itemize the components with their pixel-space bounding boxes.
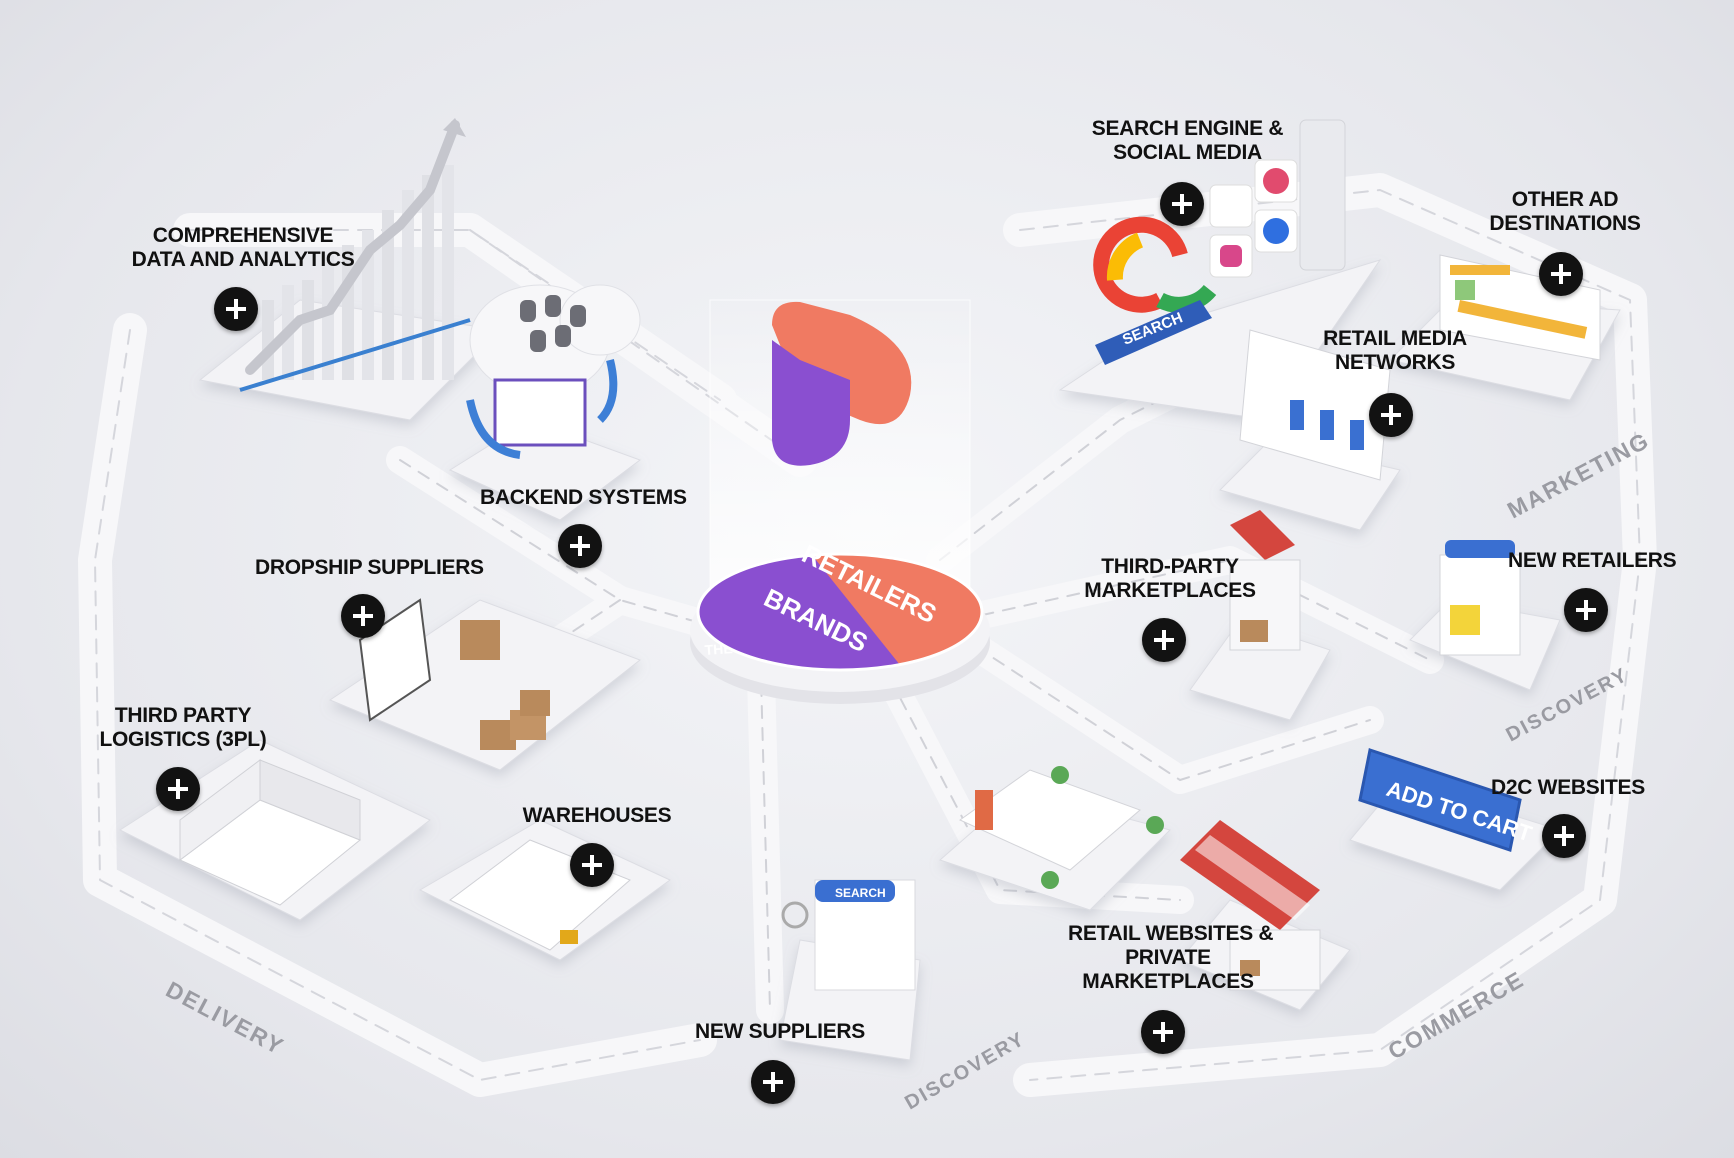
label-new-retailers: NEW RETAILERS xyxy=(1508,549,1677,572)
marketplace-stall-icon xyxy=(1229,510,1301,651)
analytics-bar-chart-icon xyxy=(239,118,471,392)
label-d2c-websites: D2C WEBSITES xyxy=(1491,776,1645,799)
cloud-server-icon xyxy=(466,284,641,459)
central-hub: THE HEARTBEAT OF COMMERCE RETAILERS BRAN… xyxy=(690,299,990,704)
plus-icon-warehouses[interactable] xyxy=(570,843,614,887)
plus-icon-backend-systems[interactable] xyxy=(558,524,602,568)
road-network xyxy=(78,173,1657,1097)
plus-icon-other-ad-destinations[interactable] xyxy=(1539,252,1583,296)
label-new-suppliers: NEW SUPPLIERS xyxy=(695,1020,865,1043)
plus-icon-retail-websites[interactable] xyxy=(1141,1010,1185,1054)
warehouse-building-icon xyxy=(179,759,631,951)
plus-icon-third-party-marketplaces[interactable] xyxy=(1142,618,1186,662)
storefront-awning-icon xyxy=(1180,820,1321,991)
label-search-engine-social: SEARCH ENGINE &SOCIAL MEDIA xyxy=(1091,117,1284,164)
plus-icon-search-engine-social[interactable] xyxy=(1160,182,1204,226)
store-building-icon xyxy=(959,766,1164,889)
plus-icon-comprehensive-data[interactable] xyxy=(214,287,258,331)
label-warehouses: WAREHOUSES xyxy=(522,804,672,827)
new-retailers-sign-icon xyxy=(1439,540,1521,656)
plus-icon-new-suppliers[interactable] xyxy=(751,1060,795,1104)
label-dropship-suppliers: DROPSHIP SUPPLIERS xyxy=(255,556,484,579)
supplier-search-sign-text: SEARCH xyxy=(835,886,886,900)
plus-icon-dropship-suppliers[interactable] xyxy=(341,594,385,638)
social-media-tiles: SEARCH xyxy=(1093,119,1346,365)
plus-icon-new-retailers[interactable] xyxy=(1564,588,1608,632)
label-backend-systems: BACKEND SYSTEMS xyxy=(480,486,687,509)
company-logo-icon xyxy=(772,301,912,466)
google-icon xyxy=(1093,216,1188,313)
tiktok-icon xyxy=(1209,184,1253,228)
plus-icon-d2c-websites[interactable] xyxy=(1542,814,1586,858)
retail-media-screen-icon xyxy=(1239,329,1391,481)
plus-icon-third-party-logistics[interactable] xyxy=(156,767,200,811)
supplier-brands-sign-icon: SEARCH xyxy=(781,879,916,991)
plus-icon-retail-media-networks[interactable] xyxy=(1369,393,1413,437)
